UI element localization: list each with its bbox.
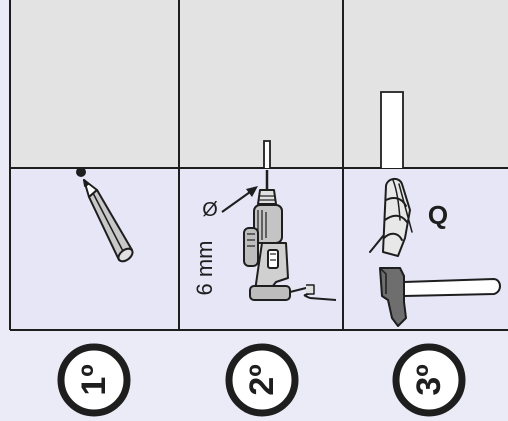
- wall-slot: [381, 92, 403, 168]
- part-label: Q: [428, 200, 448, 230]
- dimension-label: 6 mm: [192, 241, 217, 296]
- drill-hole: [264, 141, 270, 168]
- step-badge-1: 1º: [61, 347, 127, 413]
- step-badge-2: 2º: [229, 347, 295, 413]
- diameter-symbol: Ø: [202, 199, 218, 221]
- step-badge-3: 3º: [396, 347, 462, 413]
- mark-dot: [76, 167, 86, 177]
- step-number-2: 2º: [243, 364, 281, 395]
- step-number-1: 1º: [75, 364, 113, 395]
- step-number-3: 3º: [410, 364, 448, 395]
- wall-area: [10, 0, 508, 168]
